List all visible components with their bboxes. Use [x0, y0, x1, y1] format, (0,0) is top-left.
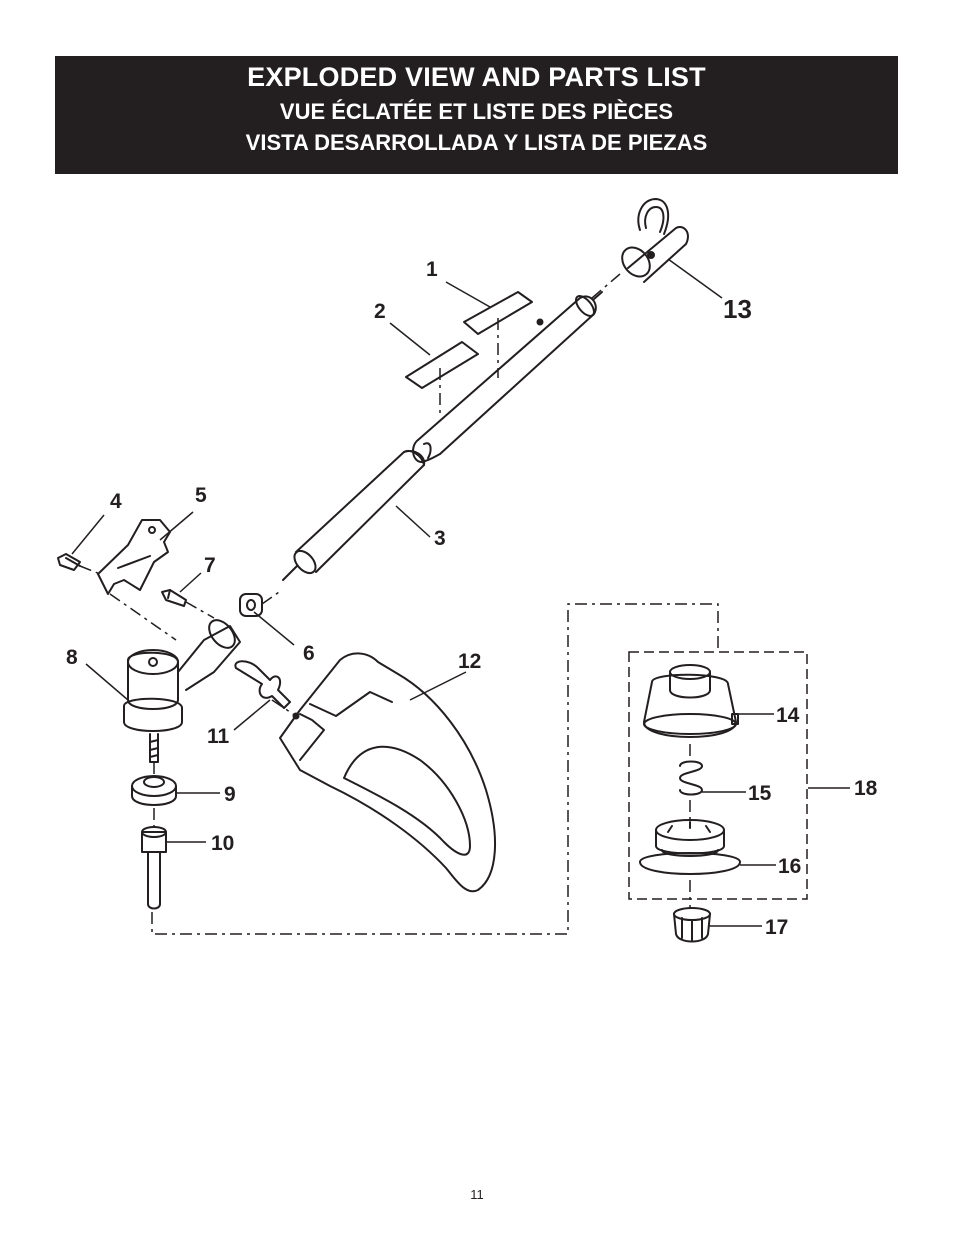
page-number: 11 — [470, 1187, 484, 1202]
callout-1: 1 — [426, 258, 438, 281]
callout-12: 12 — [458, 650, 481, 673]
part-12-guard — [279, 652, 496, 893]
part-2-decal — [405, 341, 479, 389]
callout-17: 17 — [765, 916, 788, 939]
callout-14: 14 — [776, 704, 800, 727]
title-spanish: VISTA DESARROLLADA Y LISTA DE PIEZAS — [245, 130, 708, 155]
callout-15: 15 — [748, 782, 772, 805]
callout-7: 7 — [204, 554, 216, 577]
callout-6: 6 — [303, 642, 315, 665]
title-english: EXPLODED VIEW AND PARTS LIST — [247, 62, 706, 92]
part-14-spool-housing — [643, 664, 739, 738]
callout-4: 4 — [110, 490, 122, 513]
part-11-wing-screw — [234, 660, 291, 709]
upper-shaft — [412, 291, 603, 463]
callout-3: 3 — [434, 527, 446, 550]
callout-2: 2 — [374, 300, 386, 323]
leader-lines — [71, 258, 850, 927]
callout-8: 8 — [66, 646, 78, 669]
callout-18: 18 — [854, 777, 878, 800]
part-16-spool — [639, 819, 741, 875]
part-5-bracket — [97, 519, 171, 595]
callout-13: 13 — [723, 294, 752, 324]
part-3-lower-shaft — [282, 449, 426, 581]
part-4-bolt — [57, 553, 81, 571]
part-18-assembly-box — [628, 651, 808, 900]
title-french: VUE ÉCLATÉE ET LISTE DES PIÈCES — [279, 99, 674, 124]
part-9-washer — [131, 775, 177, 806]
part-15-spring — [679, 760, 703, 796]
part-10-nut — [141, 826, 167, 910]
part-13-coupler — [621, 198, 689, 283]
part-8-gear-head — [123, 619, 241, 763]
callout-10: 10 — [211, 832, 234, 855]
part-17-bump-knob — [673, 907, 711, 943]
page-header: EXPLODED VIEW AND PARTS LIST VUE ÉCLATÉE… — [55, 56, 898, 174]
callout-5: 5 — [195, 484, 207, 507]
callout-16: 16 — [778, 855, 801, 878]
callout-9: 9 — [224, 783, 236, 806]
part-7-screw — [161, 589, 187, 607]
part-1-decal — [463, 291, 533, 335]
part-6-spacer — [239, 593, 263, 617]
callout-11: 11 — [207, 725, 230, 748]
assembly-lines — [79, 273, 719, 935]
